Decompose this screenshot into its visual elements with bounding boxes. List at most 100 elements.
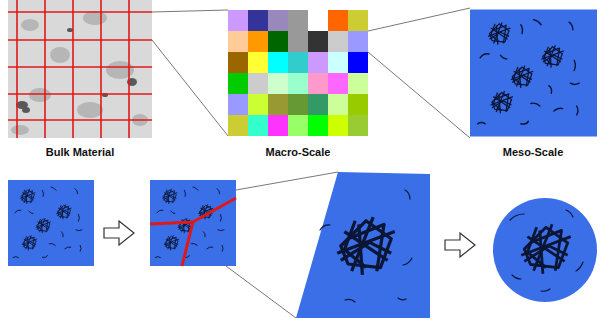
meso-scale-square bbox=[470, 10, 597, 137]
macro-scale-grid bbox=[308, 73, 328, 94]
macro-scale-grid bbox=[288, 115, 308, 136]
bulk-material-image bbox=[8, 0, 152, 138]
bulk-material-image bbox=[77, 102, 103, 118]
grain-circle bbox=[566, 210, 573, 217]
macro-scale-grid bbox=[228, 10, 248, 31]
macro-scale-grid bbox=[328, 73, 348, 94]
macro-scale-grid bbox=[328, 31, 348, 52]
zoom-line bbox=[152, 40, 228, 136]
bulk-material-image bbox=[11, 125, 29, 135]
macro-scale-grid bbox=[308, 115, 328, 136]
macro-scale-grid bbox=[288, 94, 308, 115]
grain-circle bbox=[510, 214, 524, 220]
grain-circle bbox=[576, 262, 583, 271]
grain-circle bbox=[521, 224, 571, 274]
grain-square bbox=[8, 180, 94, 266]
meso-scale-square bbox=[470, 10, 597, 137]
bulk-material-image bbox=[8, 0, 152, 138]
zoom-line bbox=[152, 10, 228, 12]
grain-circle bbox=[493, 198, 597, 302]
zoom-line bbox=[368, 52, 470, 138]
macro-scale-grid bbox=[268, 52, 288, 73]
bulk-material-image bbox=[44, 0, 46, 138]
macro-scale-grid bbox=[228, 73, 248, 94]
macro-scale-grid bbox=[228, 115, 248, 136]
macro-scale-grid bbox=[288, 73, 308, 94]
macro-scale-grid bbox=[328, 10, 348, 31]
macro-scale-grid bbox=[268, 10, 288, 31]
macro-scale-grid bbox=[308, 52, 328, 73]
hollow-arrow bbox=[104, 221, 134, 245]
macro-scale-grid bbox=[308, 31, 328, 52]
zoom-line bbox=[226, 266, 296, 318]
bulk-material-image bbox=[8, 66, 152, 68]
macro-scale-grid bbox=[348, 52, 368, 73]
macro-scale-grid bbox=[228, 31, 248, 52]
macro-scale-grid bbox=[348, 10, 368, 31]
partitioned-square bbox=[150, 180, 236, 266]
grain-cell bbox=[345, 299, 355, 302]
bulk-material-image bbox=[72, 0, 74, 138]
bulk-material-image bbox=[83, 11, 107, 25]
macro-scale-grid bbox=[228, 94, 248, 115]
grain-cell bbox=[405, 190, 410, 199]
partitioned-square bbox=[193, 198, 236, 222]
bulk-material-image bbox=[8, 39, 152, 41]
scale-label: Bulk Material bbox=[46, 145, 114, 159]
grain-circle bbox=[512, 275, 521, 279]
macro-scale-grid bbox=[248, 94, 268, 115]
grain-cell bbox=[320, 225, 330, 230]
macro-scale-grid bbox=[348, 73, 368, 94]
grain-circle bbox=[493, 198, 597, 302]
macro-scale-grid bbox=[328, 52, 348, 73]
grain-cell bbox=[320, 190, 412, 302]
bulk-material-image bbox=[8, 119, 152, 121]
zoom-line bbox=[368, 8, 470, 31]
macro-scale-grid bbox=[248, 115, 268, 136]
grain-circle bbox=[510, 210, 583, 291]
macro-scale-grid bbox=[268, 115, 288, 136]
grain-cell bbox=[296, 172, 430, 318]
macro-scale-grid bbox=[268, 94, 288, 115]
bulk-material-image bbox=[8, 0, 152, 138]
macro-scale-grid bbox=[348, 94, 368, 115]
bulk-material-image bbox=[100, 0, 102, 138]
bulk-material-image bbox=[22, 107, 30, 113]
bulk-material-image bbox=[50, 47, 70, 63]
grain-cell bbox=[403, 258, 412, 265]
macro-scale-grid bbox=[288, 31, 308, 52]
macro-scale-grid bbox=[268, 73, 288, 94]
hollow-arrow bbox=[445, 233, 475, 257]
macro-scale-grid bbox=[228, 52, 248, 73]
grain-square bbox=[8, 180, 94, 266]
macro-scale-grid bbox=[308, 94, 328, 115]
macro-scale-grid bbox=[228, 10, 368, 136]
partitioned-square bbox=[150, 222, 193, 224]
zoom-line bbox=[152, 10, 228, 136]
macro-scale-grid bbox=[328, 94, 348, 115]
bulk-material-image bbox=[11, 11, 148, 135]
bulk-material-image bbox=[29, 88, 51, 102]
macro-scale-grid bbox=[248, 73, 268, 94]
grain-cell bbox=[398, 298, 406, 300]
macro-scale-grid bbox=[348, 31, 368, 52]
macro-scale-grid bbox=[348, 115, 368, 136]
macro-scale-grid bbox=[268, 31, 288, 52]
scale-label: Macro-Scale bbox=[266, 145, 331, 159]
macro-scale-grid bbox=[288, 10, 308, 31]
partitioned-square bbox=[182, 222, 193, 266]
macro-scale-grid bbox=[248, 52, 268, 73]
scale-label: Meso-Scale bbox=[503, 145, 564, 159]
hollow-arrow bbox=[104, 221, 134, 245]
grain-circle bbox=[541, 289, 550, 291]
bulk-material-image bbox=[8, 11, 152, 13]
bulk-material-image bbox=[16, 0, 18, 138]
macro-scale-grid bbox=[288, 52, 308, 73]
macro-scale-grid bbox=[248, 31, 268, 52]
bulk-material-image bbox=[67, 28, 73, 32]
grain-cell bbox=[296, 172, 430, 318]
grain-cell bbox=[337, 217, 395, 275]
bulk-material-image bbox=[21, 19, 39, 31]
